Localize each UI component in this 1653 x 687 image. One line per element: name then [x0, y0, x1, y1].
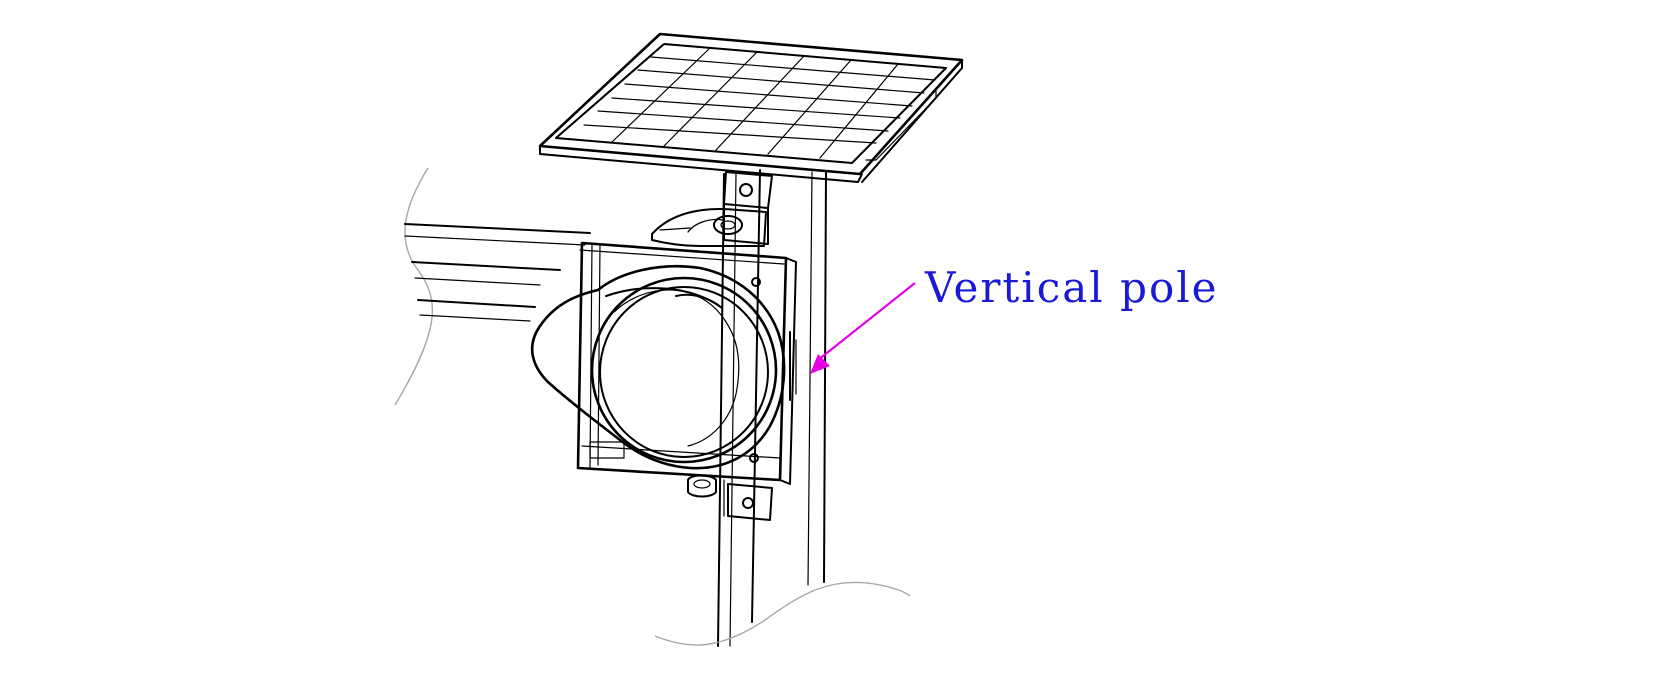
leader-arrowhead: [810, 354, 830, 374]
upper-bracket: [651, 171, 773, 247]
horizontal-arm: [394, 167, 591, 406]
signal-lens: [590, 276, 778, 464]
solar-panel: [538, 32, 964, 183]
signal-housing: [576, 241, 797, 485]
leader-line: [817, 282, 916, 361]
vertical-pole-label: Vertical pole: [924, 263, 1219, 312]
vertical-pole-leader: [810, 282, 916, 374]
lower-bracket: [687, 474, 773, 521]
